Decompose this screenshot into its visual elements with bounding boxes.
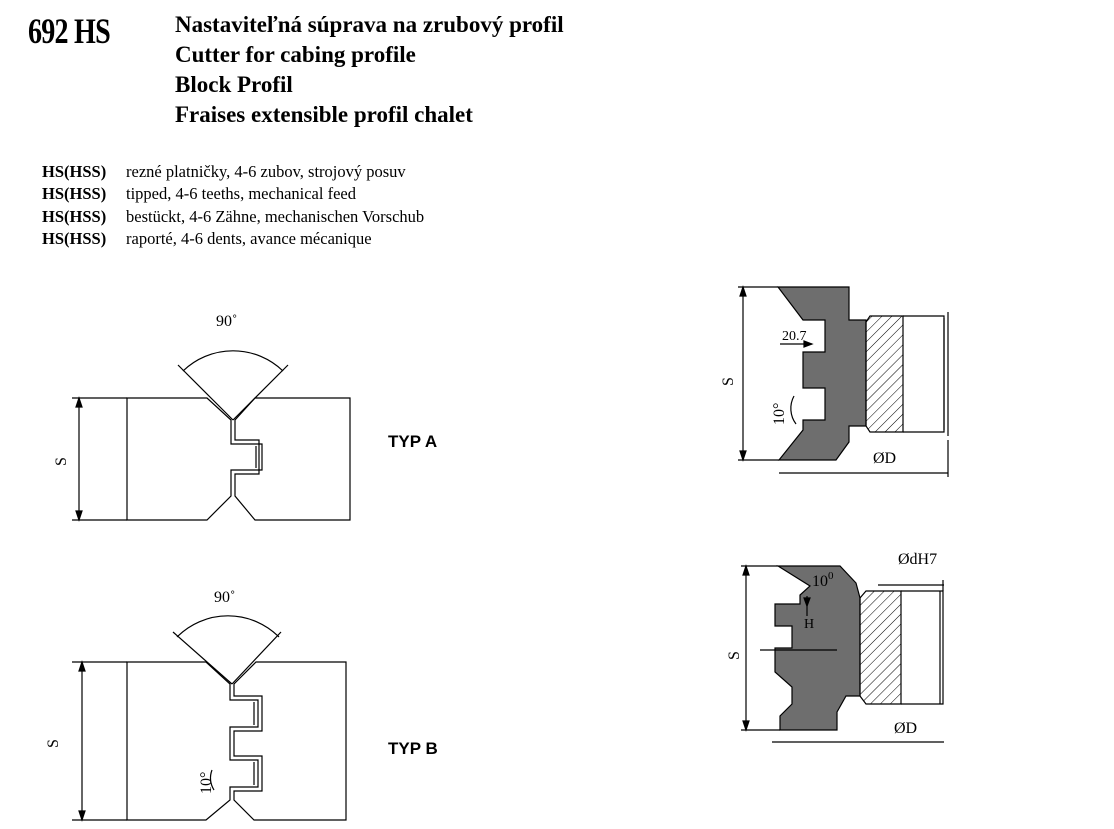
cutter-b-angle-sup: 0 (828, 570, 834, 582)
type-a-label: TYP A (388, 432, 438, 451)
cutter-a-body (776, 286, 867, 461)
type-a-profile (72, 350, 351, 522)
type-b-tooth-angle-arc (209, 769, 215, 791)
title-french: Fraises extensible profil chalet (175, 102, 473, 127)
type-b-angle-line-right (231, 631, 282, 685)
cutter-a-depth-label: 20.7 (782, 329, 807, 344)
cutter-b-bore-label: ØdH7 (898, 551, 937, 568)
cutter-a-hub (865, 315, 904, 433)
cutter-b-body (774, 565, 861, 731)
type-a-left-block (126, 397, 263, 521)
type-a-right-block (234, 397, 351, 521)
title-german: Block Profil (175, 72, 293, 97)
spec-line-slovak: HS(HSS) rezné platničky, 4-6 zubov, stroj… (42, 161, 424, 183)
type-a-dim-s: S (53, 457, 70, 466)
type-a-angle-label: 90˚ (216, 313, 237, 330)
cutter-a-depth-arrow (803, 340, 814, 348)
title-block: Nastaviteľná súprava na zrubový profil C… (175, 10, 564, 130)
type-b-tooth-angle-label: 10° (198, 772, 215, 794)
type-b-dim-s: S (45, 739, 62, 748)
cutter-b-angle-value: 10 (812, 573, 828, 590)
type-b-angle-line-left (172, 631, 233, 685)
cutter-a-angle-label: 10° (771, 403, 788, 425)
cutter-b-dim-arrow-bottom (742, 720, 750, 732)
type-a-dim-arrow-bottom (75, 510, 83, 522)
cutter-a-dim-s: S (720, 377, 737, 386)
cutter-b-bore (901, 590, 944, 705)
spec-material: HS(HSS) (42, 162, 107, 181)
spec-text: bestückt, 4-6 Zähne, mechanischen Vorsch… (126, 206, 425, 226)
spec-material: HS(HSS) (42, 228, 107, 248)
cutter-a-angle-arc (790, 395, 797, 425)
cutter-b-h-label: H (804, 617, 814, 632)
cutter-b-dim-arrow-top (742, 564, 750, 576)
cutter-a-dim-d: ØD (873, 450, 896, 467)
spec-text: tipped, 4-6 teeths, mechanical feed (126, 184, 356, 204)
cutter-b-dim-d: ØD (894, 720, 917, 737)
type-b-dim-arrow-top (78, 660, 86, 672)
title-slovak: Nastaviteľná súprava na zrubový profil (175, 12, 564, 37)
cutter-b-angle-label: 100 (812, 570, 834, 590)
spec-material: HS(HSS) (42, 184, 107, 204)
type-b-angle-arc (176, 615, 280, 638)
spec-line-french: HS(HSS) raporté, 4-6 dents, avance mécani… (42, 228, 424, 250)
type-a-dim-arrow-top (75, 396, 83, 408)
type-b-dim-arrow-bottom (78, 810, 86, 822)
type-b-angle-label: 90˚ (214, 589, 235, 606)
cutter-b-section (741, 564, 944, 743)
cutter-a-dim-arrow-bottom (739, 450, 747, 462)
spec-line-german: HS(HSS) bestückt, 4-6 Zähne, mechanischen… (42, 206, 424, 228)
type-a-angle-line-right (232, 364, 289, 421)
type-b-profile (72, 615, 347, 822)
title-english: Cutter for cabing profile (175, 42, 416, 67)
cutter-b-hub (859, 590, 902, 705)
cutter-a-bore (903, 315, 945, 433)
type-b-left-block (126, 661, 259, 821)
spec-line-english: HS(HSS) tipped, 4-6 teeths, mechanical fe… (42, 183, 424, 205)
spec-material: HS(HSS) (42, 206, 107, 226)
type-b-label: TYP B (388, 739, 438, 758)
spec-text: raporté, 4-6 dents, avance mécanique (126, 228, 372, 248)
cutter-b-dim-s: S (726, 651, 743, 660)
spec-text: rezné platničky, 4-6 zubov, strojový pos… (126, 162, 406, 181)
type-b-right-block (233, 661, 347, 821)
type-a-angle-arc (182, 350, 284, 372)
product-code: 692 HS (28, 11, 111, 51)
cutter-b-h-arrow (803, 597, 811, 608)
cutter-a-dim-arrow-top (739, 285, 747, 297)
cutter-a-section (738, 285, 949, 477)
type-a-angle-line-left (177, 364, 234, 421)
spec-list: HS(HSS) rezné platničky, 4-6 zubov, stroj… (42, 161, 424, 250)
